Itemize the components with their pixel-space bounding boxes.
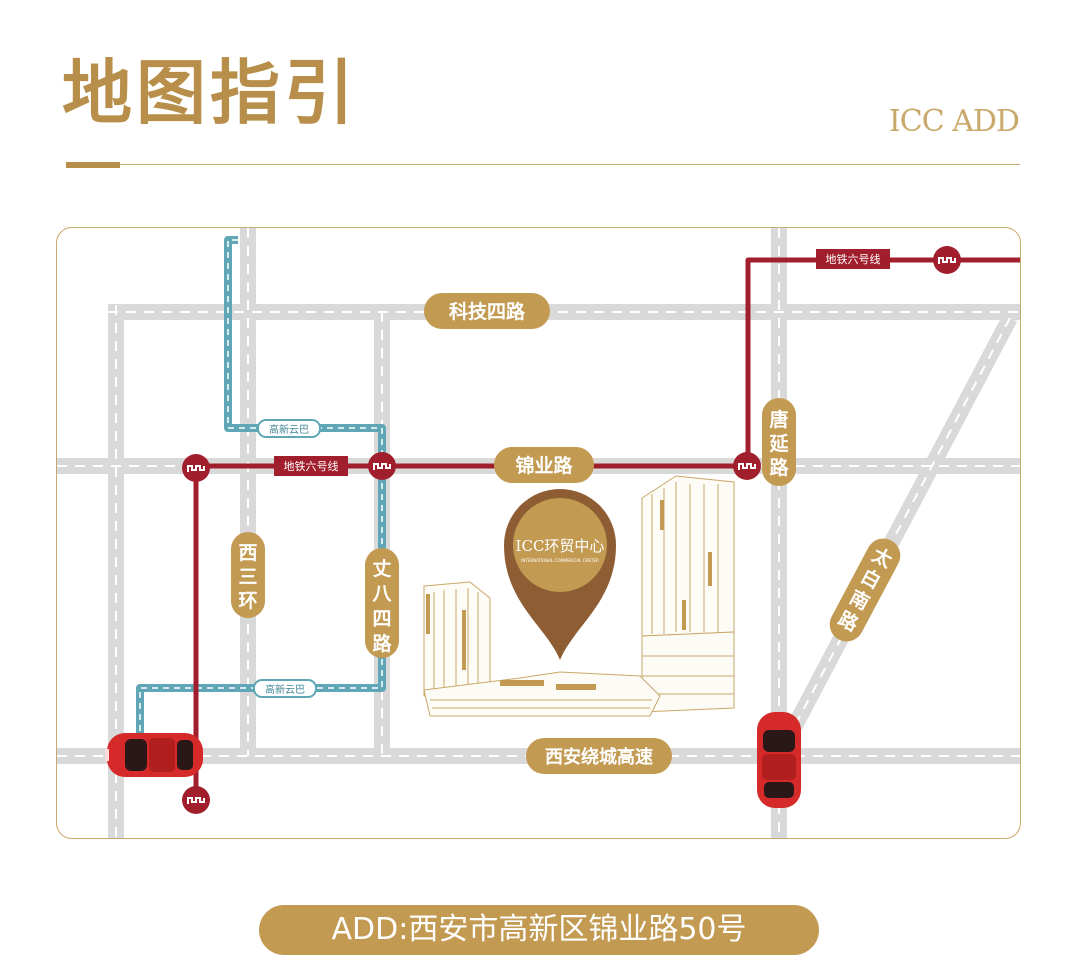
metro-station-icon <box>181 785 211 815</box>
icc-logo: ICC环贸中心 <box>516 537 605 555</box>
road-label-raocheng: 西安绕城高速 <box>526 738 672 774</box>
bus-line <box>136 236 386 756</box>
svg-text:锦业路: 锦业路 <box>515 454 573 477</box>
address-banner: ADD:西安市高新区锦业路50号 <box>259 905 819 955</box>
svg-text:环: 环 <box>238 590 257 612</box>
header-divider <box>66 164 1020 165</box>
road-label-jinye: 锦业路 <box>494 447 594 483</box>
svg-text:地铁六号线: 地铁六号线 <box>284 459 339 473</box>
metro-line-tag: 地铁六号线 <box>816 249 890 269</box>
svg-text:路: 路 <box>372 632 392 655</box>
bus-line-tag: 高新云巴 <box>257 419 321 438</box>
svg-text:丈: 丈 <box>372 558 391 580</box>
metro-station-icon <box>932 245 962 275</box>
svg-text:八: 八 <box>372 583 392 605</box>
svg-text:高新云巴: 高新云巴 <box>265 683 305 696</box>
brand-label: ICC ADD <box>888 104 1020 139</box>
road-label-taibainan: 太 白 南 路 <box>829 538 901 642</box>
car-icon <box>105 733 203 777</box>
svg-text:延: 延 <box>768 433 789 455</box>
svg-text:四: 四 <box>372 608 391 630</box>
metro-station-icon <box>181 453 211 483</box>
road-label-xisanhuan: 西 三 环 <box>231 532 265 618</box>
svg-text:西: 西 <box>238 542 257 564</box>
building-complex-illustration <box>423 475 735 717</box>
road-label-zhangba4: 丈 八 四 路 <box>365 548 399 658</box>
metro-station-icon <box>367 451 397 481</box>
location-pin[interactable]: ICC环贸中心 INTERNATIONAL COMMERCIAL CENTER <box>504 489 616 660</box>
icc-logo-subtitle: INTERNATIONAL COMMERCIAL CENTER <box>521 558 599 563</box>
metro-line-tag: 地铁六号线 <box>274 456 348 476</box>
page-title: 地图指引 <box>62 51 358 134</box>
svg-text:高新云巴: 高新云巴 <box>269 423 309 436</box>
svg-text:三: 三 <box>238 566 257 588</box>
svg-text:西安绕城高速: 西安绕城高速 <box>545 746 653 768</box>
header-accent-bar <box>66 162 120 168</box>
metro-station-icon <box>732 451 762 481</box>
map-frame <box>56 227 1021 839</box>
bus-line-tag: 高新云巴 <box>253 679 317 698</box>
road-label-keji4: 科技四路 <box>424 293 550 329</box>
svg-text:科技四路: 科技四路 <box>449 300 526 323</box>
svg-text:路: 路 <box>769 456 789 479</box>
svg-text:地铁六号线: 地铁六号线 <box>826 252 881 266</box>
svg-text:唐: 唐 <box>769 408 788 431</box>
road-label-tangyan: 唐 延 路 <box>762 398 796 486</box>
car-icon <box>757 712 801 808</box>
